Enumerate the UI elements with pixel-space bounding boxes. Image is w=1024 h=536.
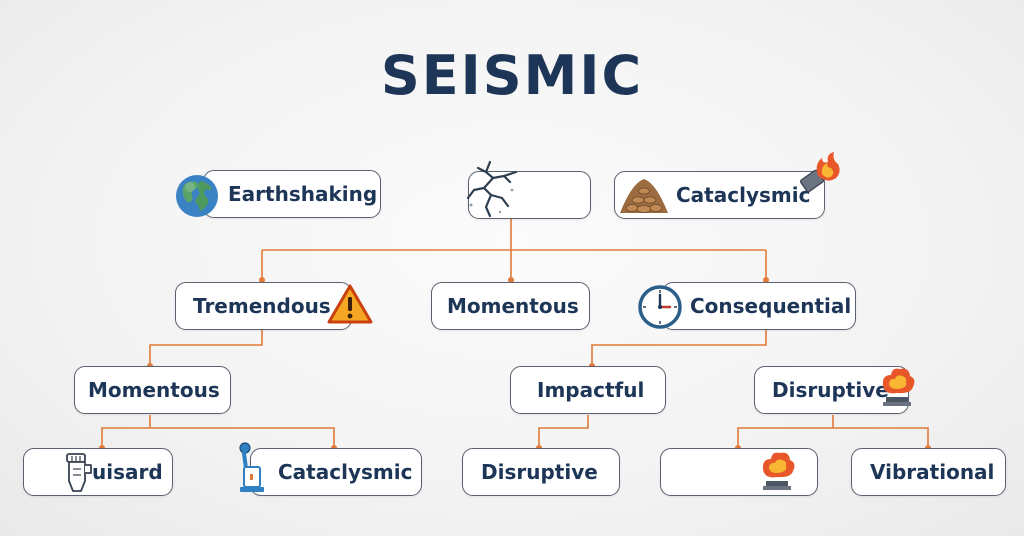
seismometer-icon bbox=[239, 442, 264, 492]
warning-icon bbox=[327, 284, 373, 324]
node-impactful bbox=[510, 366, 666, 414]
node-cataclysmic-bottom bbox=[250, 448, 422, 496]
connector-disruptive-to-children bbox=[737, 415, 929, 448]
node-momentous-mid-label: Momentous bbox=[447, 294, 579, 318]
node-momentous-mid bbox=[431, 282, 590, 330]
connector-momentous-to-children bbox=[101, 415, 335, 448]
node-uisard-label: uisard bbox=[92, 460, 163, 484]
node-disruptive-bottom bbox=[462, 448, 620, 496]
node-vibrational-label: Vibrational bbox=[870, 460, 995, 484]
node-disruptive-right-label: Disruptive bbox=[772, 378, 889, 402]
connector-impactful-to-disruptive bbox=[538, 415, 589, 448]
clock-icon bbox=[638, 285, 682, 329]
node-momentous-left-label: Momentous bbox=[88, 378, 220, 402]
explosion-icon bbox=[882, 368, 915, 406]
crack-icon bbox=[466, 160, 518, 218]
rubble-icon bbox=[620, 179, 668, 213]
node-vibrational bbox=[851, 448, 1006, 496]
node-cataclysmic-top-label: Cataclysmic bbox=[676, 183, 811, 207]
node-earthshaking-label: Earthshaking bbox=[228, 182, 378, 206]
connector-tremendous-to-momentous bbox=[149, 330, 263, 366]
figure-icon bbox=[66, 453, 92, 492]
node-impactful-label: Impactful bbox=[537, 378, 645, 402]
explosion-icon bbox=[762, 452, 795, 490]
node-disruptive-bottom-label: Disruptive bbox=[481, 460, 598, 484]
node-cataclysmic-bottom-label: Cataclysmic bbox=[278, 460, 413, 484]
fire-icon bbox=[799, 152, 840, 193]
node-consequential bbox=[662, 282, 856, 330]
node-tremendous bbox=[175, 282, 352, 330]
node-momentous-left bbox=[74, 366, 231, 414]
node-consequential-label: Consequential bbox=[690, 294, 852, 318]
page-title: SEISMIC bbox=[380, 44, 644, 107]
connector-consequential-to-children bbox=[591, 330, 767, 366]
globe-icon bbox=[176, 175, 218, 217]
node-tremendous-label: Tremendous bbox=[193, 294, 331, 318]
node-earthshaking bbox=[203, 170, 381, 218]
node-uisard bbox=[23, 448, 173, 496]
connector-crack-to-row2 bbox=[261, 219, 767, 280]
